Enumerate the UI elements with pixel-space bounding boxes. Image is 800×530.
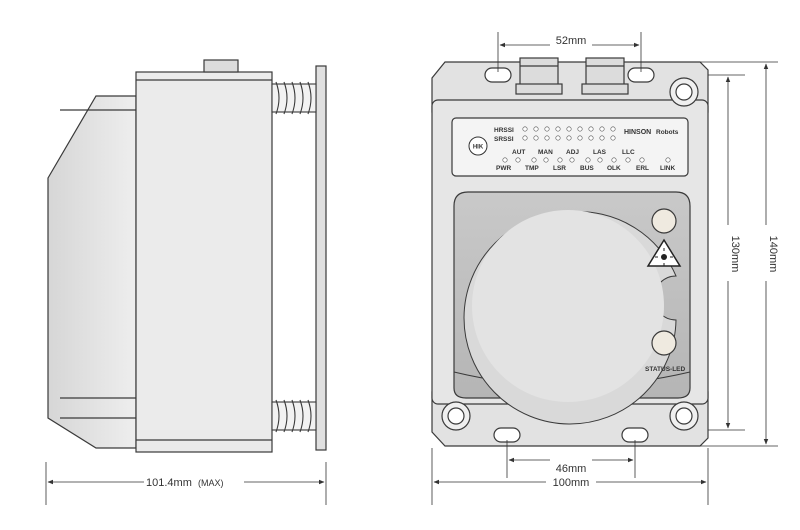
rssi-leds xyxy=(522,126,616,141)
side-mount-plate xyxy=(315,65,327,451)
side-width-suffix: (MAX) xyxy=(198,478,224,488)
status-led-label: STATUS-LED xyxy=(645,366,686,373)
status-led-light xyxy=(651,330,677,356)
led-label-lsr: LSR xyxy=(553,165,566,172)
led-label-pwr: PWR xyxy=(496,165,511,172)
led-label-man: MAN xyxy=(538,149,553,156)
led-label-adj: ADJ xyxy=(566,149,579,156)
led-panel-content: HRSSI SRSSI HINSON Robots HIK AUT MAN AD… xyxy=(468,126,686,373)
indicator-top xyxy=(651,208,677,234)
dimension-labels: 101.4mm (MAX) 100mm 52mm 46mm 130mm 140m… xyxy=(144,35,779,490)
led-label-aut: AUT xyxy=(512,149,525,156)
slot-bottom-left xyxy=(493,427,521,443)
outer-height-label: 140mm xyxy=(767,236,779,273)
side-spring-bottom xyxy=(271,399,317,433)
side-main-body xyxy=(135,71,273,453)
side-width-label: 101.4mm xyxy=(146,477,192,489)
laser-warning-icon xyxy=(646,238,682,267)
led-label-bus: BUS xyxy=(580,165,594,172)
bottom-hole-spacing-label: 46mm xyxy=(556,463,587,475)
front-view xyxy=(431,57,709,447)
led-label-link: LINK xyxy=(660,165,675,172)
side-view xyxy=(47,59,327,453)
led-label-las: LAS xyxy=(593,149,607,156)
row-label-srssi: SRSSI xyxy=(494,136,514,143)
hik-logo: HIK xyxy=(468,136,488,156)
inner-height-label: 130mm xyxy=(729,236,741,273)
led-label-llc: LLC xyxy=(622,149,635,156)
front-width-label: 100mm xyxy=(553,477,590,489)
brand-suffix: Robots xyxy=(656,129,679,136)
lens-disc-inner xyxy=(472,210,664,402)
status-leds-row-top xyxy=(502,157,671,163)
led-label-olk: OLK xyxy=(607,165,621,172)
led-label-erl: ERL xyxy=(636,165,649,172)
row-label-hrssi: HRSSI xyxy=(494,127,514,134)
side-connector xyxy=(203,59,239,73)
svg-text:HIK: HIK xyxy=(473,145,484,151)
screw-holes xyxy=(441,77,699,431)
side-spring-top xyxy=(271,81,317,115)
brand-name: HINSON xyxy=(624,129,651,136)
led-label-tmp: TMP xyxy=(525,165,539,172)
side-rear-housing xyxy=(47,95,137,449)
front-connectors xyxy=(515,57,629,95)
top-hole-spacing-label: 52mm xyxy=(556,35,587,47)
slot-bottom-right xyxy=(621,427,649,443)
